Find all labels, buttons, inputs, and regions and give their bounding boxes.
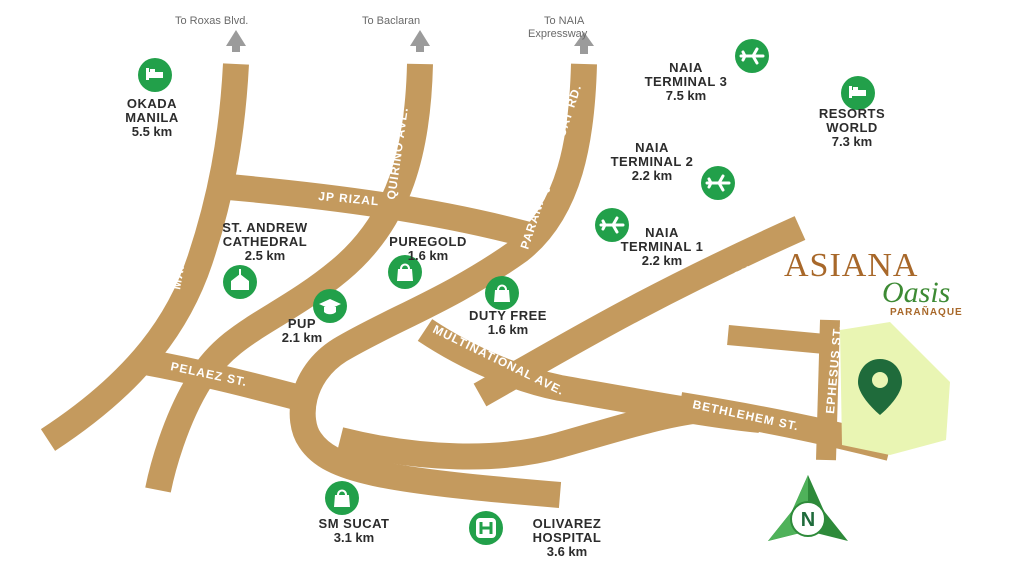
poi-dutyfree-dist: 1.6 km (488, 322, 528, 337)
poi-olivarez-name1: OLIVAREZ (533, 516, 602, 531)
poi-okada: OKADA MANILA 5.5 km (125, 96, 179, 139)
road-lower-connector (336, 397, 702, 470)
poi-resorts-name2: WORLD (826, 120, 878, 135)
road-cavite-expressway (40, 63, 249, 451)
poi-resorts-name1: RESORTS (819, 106, 885, 121)
poi-pup-dist: 2.1 km (282, 330, 322, 345)
poi-resorts: RESORTS WORLD 7.3 km (819, 106, 885, 149)
poi-puregold: PUREGOLD 1.6 km (389, 234, 467, 263)
graduation-cap-icon (313, 289, 347, 323)
poi-naia1-name1: NAIA (645, 225, 679, 240)
poi-standrew-dist: 2.5 km (245, 248, 285, 263)
poi-naia2-name2: TERMINAL 2 (611, 154, 694, 169)
poi-resorts-dist: 7.3 km (832, 134, 872, 149)
poi-standrew: ST. ANDREW CATHEDRAL 2.5 km (222, 220, 308, 263)
poi-standrew-name2: CATHEDRAL (223, 234, 307, 249)
poi-naia2-name1: NAIA (635, 140, 669, 155)
direction-baclaran: To Baclaran (362, 15, 420, 27)
poi-naia1-name2: TERMINAL 1 (621, 239, 704, 254)
poi-pup: PUP 2.1 km (282, 316, 322, 345)
roads (40, 63, 894, 508)
road-c5 (473, 216, 806, 407)
arrow-roxas-icon (226, 30, 246, 52)
poi-olivarez-name2: HOSPITAL (533, 530, 602, 545)
poi-naia3: NAIA TERMINAL 3 7.5 km (645, 60, 728, 103)
airplane-icon (735, 39, 769, 73)
brand-main: ASIANA (784, 247, 918, 284)
shopping-bag-icon (325, 481, 359, 515)
compass-label: N (801, 509, 815, 531)
location-pin-icon (858, 359, 902, 415)
road-label-jp-rizal: JP RIZAL (318, 189, 380, 208)
poi-puregold-name1: PUREGOLD (389, 234, 467, 249)
road-pelaez (142, 349, 304, 411)
poi-naia3-name2: TERMINAL 3 (645, 74, 728, 89)
direction-naia-1: To NAIA (544, 15, 585, 27)
poi-naia3-dist: 7.5 km (666, 88, 706, 103)
poi-smsucat: SM SUCAT 3.1 km (319, 516, 390, 545)
poi-smsucat-dist: 3.1 km (334, 530, 374, 545)
airplane-icon (595, 208, 629, 242)
poi-naia2: NAIA TERMINAL 2 2.2 km (611, 140, 694, 183)
brand-location: PARAÑAQUE (890, 305, 963, 318)
poi-naia1-dist: 2.2 km (642, 253, 682, 268)
poi-naia2-dist: 2.2 km (632, 168, 672, 183)
road-spur (727, 325, 837, 355)
poi-okada-dist: 5.5 km (132, 124, 172, 139)
direction-arrows (226, 30, 594, 54)
poi-olivarez-dist: 3.6 km (547, 544, 587, 559)
poi-olivarez: OLIVAREZ HOSPITAL 3.6 km (533, 516, 602, 559)
brand-sub: Oasis (882, 276, 950, 309)
poi-smsucat-name1: SM SUCAT (319, 516, 390, 531)
shopping-bag-icon (485, 276, 519, 310)
hospital-icon (469, 511, 503, 545)
road-jp-rizal (216, 173, 544, 251)
arrow-baclaran-icon (410, 30, 430, 52)
poi-pup-name1: PUP (288, 316, 316, 331)
poi-okada-name1: OKADA (127, 96, 177, 111)
poi-naia1: NAIA TERMINAL 1 2.2 km (621, 225, 704, 268)
road-sucat (289, 63, 597, 508)
hotel-icon (138, 58, 172, 92)
poi-dutyfree: DUTY FREE 1.6 km (469, 308, 547, 337)
poi-puregold-dist: 1.6 km (408, 248, 448, 263)
brand-logo: ASIANA Oasis PARAÑAQUE (784, 247, 963, 318)
road-quirino (145, 63, 433, 493)
arrow-naia-icon (574, 32, 594, 54)
poi-standrew-name1: ST. ANDREW (222, 220, 308, 235)
shopping-bag-icon (388, 255, 422, 289)
poi-dutyfree-name1: DUTY FREE (469, 308, 547, 323)
hotel-icon (841, 76, 875, 110)
direction-roxas: To Roxas Blvd. (175, 15, 248, 27)
poi-naia3-name1: NAIA (669, 60, 703, 75)
poi-okada-name2: MANILA (125, 110, 179, 125)
airplane-icon (701, 166, 735, 200)
direction-naia-2: Expressway (528, 28, 588, 40)
church-icon (223, 265, 257, 299)
compass-icon: N (768, 475, 848, 541)
